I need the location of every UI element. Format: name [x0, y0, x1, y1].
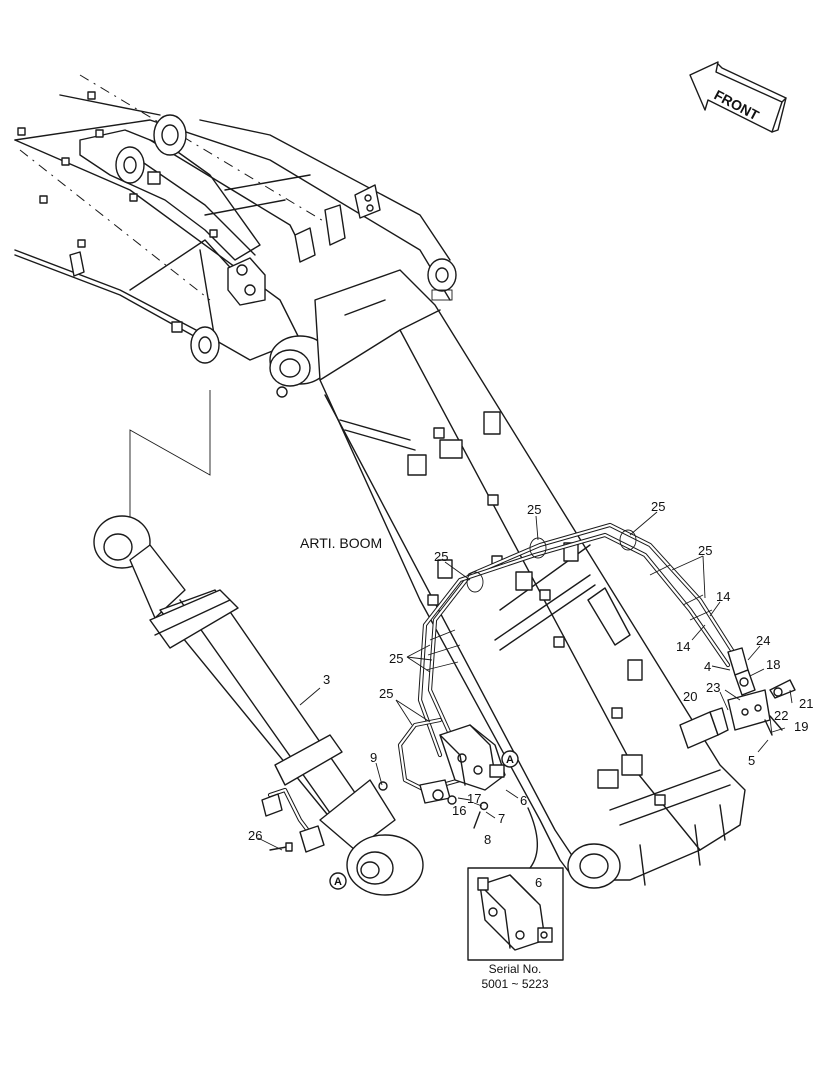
part-17-label: 17 — [467, 791, 481, 806]
connector-line — [129, 390, 211, 520]
part-18-label: 18 — [766, 657, 780, 672]
part-16-label: 16 — [452, 803, 466, 818]
part-9-label: 9 — [370, 750, 377, 765]
part-25d-label: 25 — [698, 543, 712, 558]
callout-a-boom — [501, 750, 519, 768]
safety-valve-assembly — [419, 724, 506, 829]
part-25e-label: 25 — [389, 651, 403, 666]
part-25c-label: 25 — [651, 499, 665, 514]
detail-caption-serial: 5001 ~ 5223 — [481, 977, 548, 991]
part-4-label: 4 — [704, 659, 711, 674]
part-6-detail-label: 6 — [535, 875, 542, 890]
part-25a-label: 25 — [434, 549, 448, 564]
leader-lines — [257, 511, 793, 851]
hose-lines — [397, 522, 738, 793]
part-26-label: 26 — [248, 828, 262, 843]
detail-box — [467, 867, 564, 961]
part-5-label: 5 — [748, 753, 755, 768]
callout-a-cylinder — [329, 872, 347, 890]
callout-a-boom-label: A — [506, 754, 514, 766]
detail-caption-title: Serial No. — [489, 962, 542, 976]
part-20-label: 20 — [683, 689, 697, 704]
boom-cylinder — [93, 515, 424, 896]
part-8-label: 8 — [484, 832, 491, 847]
detail-leader — [527, 807, 538, 869]
arti-boom-title: ARTI. BOOM — [300, 535, 382, 551]
part-23-label: 23 — [706, 680, 720, 695]
part-14b-label: 14 — [676, 639, 690, 654]
part-21-label: 21 — [799, 696, 813, 711]
part-14a-label: 14 — [716, 589, 730, 604]
part-25f-label: 25 — [379, 686, 393, 701]
arti-boom — [314, 269, 746, 889]
main-boom — [14, 74, 457, 398]
part-25b-label: 25 — [527, 502, 541, 517]
fittings-right — [679, 647, 796, 749]
part-7-label: 7 — [498, 811, 505, 826]
callout-a-cylinder-label: A — [334, 876, 342, 888]
part-6-label: 6 — [520, 793, 527, 808]
part-19-label: 19 — [794, 719, 808, 734]
front-arrow: FRONT — [689, 61, 787, 133]
part-22-label: 22 — [774, 708, 788, 723]
part-24-label: 24 — [756, 633, 770, 648]
part-3-label: 3 — [323, 672, 330, 687]
